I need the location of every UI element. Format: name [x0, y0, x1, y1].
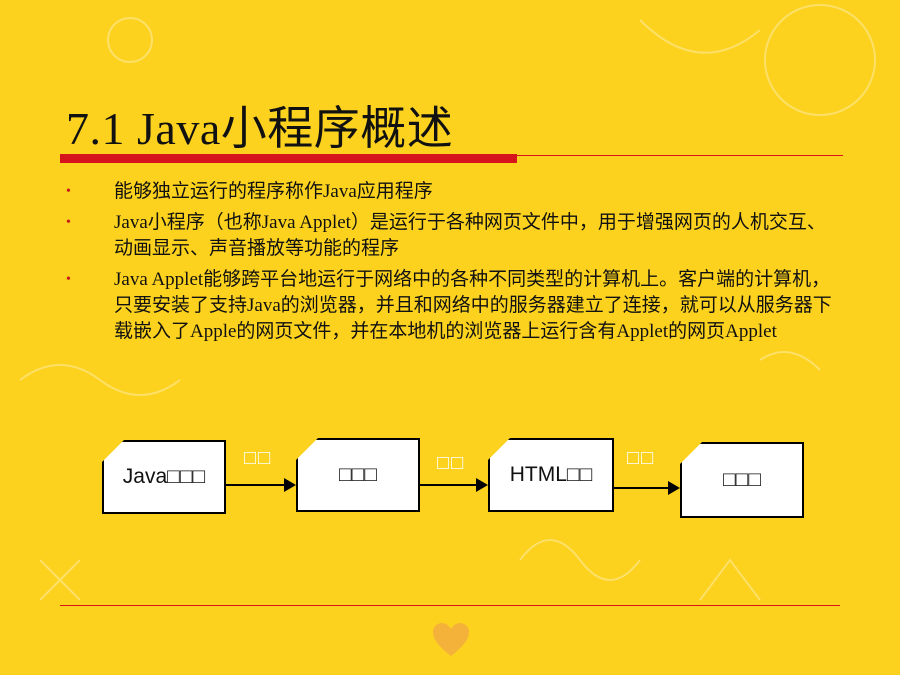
- bullet-dot-icon: •: [66, 215, 71, 230]
- list-item: • Java小程序（也称Java Applet）是运行于各种网页文件中，用于增强…: [62, 210, 842, 262]
- flow-box-html: HTML□□: [488, 438, 614, 512]
- bullet-text: Java小程序（也称Java Applet）是运行于各种网页文件中，用于增强网页…: [114, 212, 826, 259]
- flow-arrow-2-icon: [420, 478, 488, 492]
- heart-icon: [433, 623, 469, 656]
- footer-rule: [60, 605, 840, 606]
- flow-box-label: HTML□□: [509, 463, 593, 486]
- bullet-text: Java Applet能够跨平台地运行于网络中的各种不同类型的计算机上。客户端的…: [114, 269, 832, 342]
- flow-box-label: Java□□□: [122, 465, 206, 488]
- flow-box-label: □□□: [338, 463, 378, 486]
- list-item: • Java Applet能够跨平台地运行于网络中的各种不同类型的计算机上。客户…: [62, 267, 842, 345]
- flow-box-compiled: □□□: [296, 438, 420, 512]
- bullet-text: 能够独立运行的程序称作Java应用程序: [114, 181, 433, 202]
- flow-box-java-source: Java□□□: [102, 440, 226, 514]
- list-item: • 能够独立运行的程序称作Java应用程序: [62, 179, 842, 205]
- title-underline-thin: [517, 155, 843, 156]
- flow-arrow-1-icon: [226, 478, 296, 492]
- flow-arrow-label: □□: [627, 447, 656, 469]
- flow-arrow-label: □□: [437, 452, 466, 474]
- bullet-dot-icon: •: [66, 272, 71, 287]
- flow-box-label: □□□: [722, 468, 762, 491]
- page-title: 7.1 Java小程序概述: [66, 103, 454, 154]
- flow-arrow-label: □□: [244, 447, 273, 469]
- title-underline-thick: [60, 154, 517, 163]
- bullet-dot-icon: •: [66, 184, 71, 199]
- flow-arrow-3-icon: [614, 481, 680, 495]
- flow-box-browser: □□□: [680, 442, 804, 518]
- bullet-list: • 能够独立运行的程序称作Java应用程序 • Java小程序（也称Java A…: [62, 179, 842, 350]
